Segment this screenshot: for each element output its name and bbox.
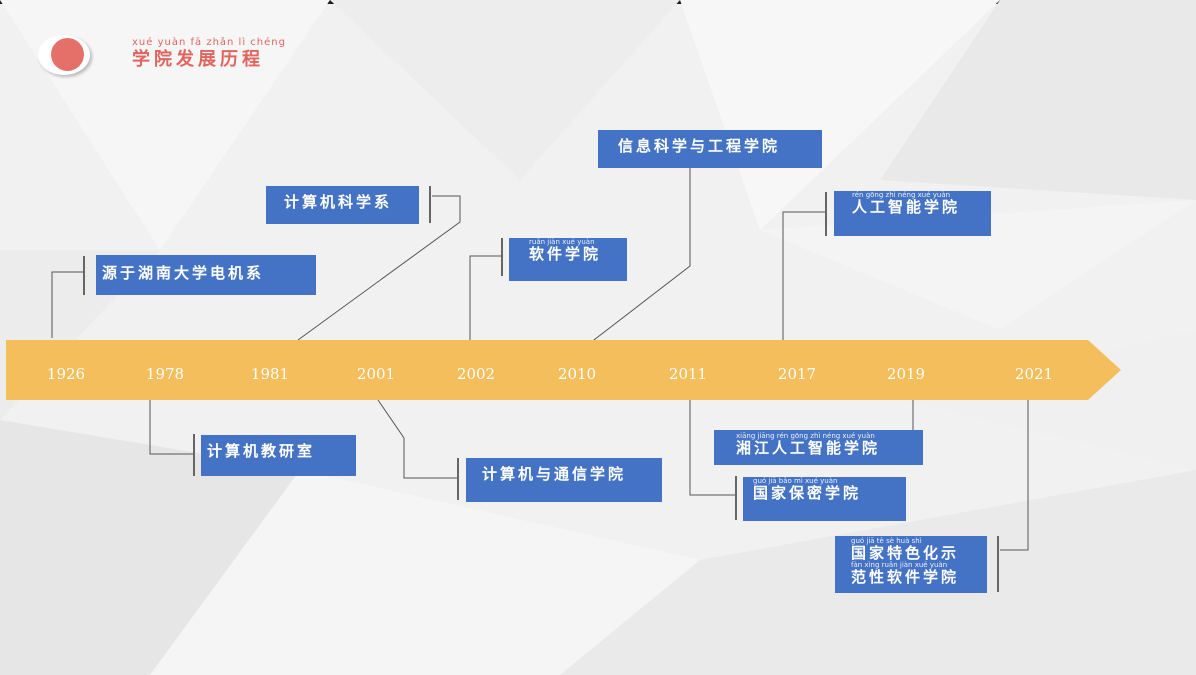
event-text: 范性软件学院 xyxy=(851,568,960,586)
year-label: 1926 xyxy=(46,365,86,383)
event-box-2001: 计算机与通信学院 xyxy=(466,458,662,502)
event-text: 计算机教研室 xyxy=(207,442,316,460)
event-box-2002: ruǎn jiàn xué yuàn 软件学院 xyxy=(509,238,627,281)
event-text: 湘江人工智能学院 xyxy=(736,439,881,457)
event-pinyin: fàn xìng ruǎn jiàn xué yuàn xyxy=(851,561,948,569)
logo xyxy=(38,35,94,75)
event-pinyin: xiāng jiāng rén gōng zhì néng xué yuàn xyxy=(736,432,875,440)
year-label: 1978 xyxy=(145,365,185,383)
event-box-2011: guó jiā bǎo mì xué yuàn 国家保密学院 xyxy=(743,477,906,521)
event-box-2021: guó jiā tè sè huà shì 国家特色化示 fàn xìng ru… xyxy=(835,536,987,593)
event-pinyin xyxy=(618,130,816,138)
title-pinyin: xué yuàn fā zhǎn lì chéng xyxy=(132,37,286,48)
event-text: 信息科学与工程学院 xyxy=(618,137,781,155)
event-text: 计算机科学系 xyxy=(284,193,393,211)
event-text: 国家特色化示 xyxy=(851,544,960,562)
event-box-2017: rén gōng zhì néng xué yuàn 人工智能学院 xyxy=(834,191,991,236)
event-box-1926: 源于湖南大学电机系 xyxy=(96,255,316,295)
event-pinyin xyxy=(482,458,656,466)
event-box-1978: 计算机教研室 xyxy=(201,435,356,476)
event-box-2019: xiāng jiāng rén gōng zhì néng xué yuàn 湘… xyxy=(714,430,923,465)
event-text: 人工智能学院 xyxy=(852,198,961,216)
event-text: 国家保密学院 xyxy=(753,484,862,502)
year-label: 2011 xyxy=(668,365,708,383)
event-text: 源于湖南大学电机系 xyxy=(102,264,265,282)
year-label: 1981 xyxy=(250,365,290,383)
year-label: 2002 xyxy=(456,365,496,383)
year-label: 2021 xyxy=(1014,365,1054,383)
year-label: 2019 xyxy=(886,365,926,383)
event-text: 软件学院 xyxy=(529,245,602,263)
page-title: xué yuàn fā zhǎn lì chéng 学院发展历程 xyxy=(132,38,286,72)
event-pinyin: guó jiā tè sè huà shì xyxy=(851,537,922,545)
year-label: 2017 xyxy=(777,365,817,383)
event-pinyin: guó jiā bǎo mì xué yuàn xyxy=(753,477,838,485)
event-pinyin xyxy=(102,257,310,265)
event-pinyin xyxy=(284,186,413,194)
title-text: 学院发展历程 xyxy=(132,49,264,70)
event-pinyin xyxy=(207,435,350,443)
year-label: 2001 xyxy=(356,365,396,383)
event-box-2010: 信息科学与工程学院 xyxy=(598,130,822,168)
event-box-1981: 计算机科学系 xyxy=(266,186,419,224)
event-pinyin: rén gōng zhì néng xué yuàn xyxy=(852,191,951,199)
event-pinyin: ruǎn jiàn xué yuàn xyxy=(529,238,595,246)
year-label: 2010 xyxy=(557,365,597,383)
event-text: 计算机与通信学院 xyxy=(482,465,627,483)
